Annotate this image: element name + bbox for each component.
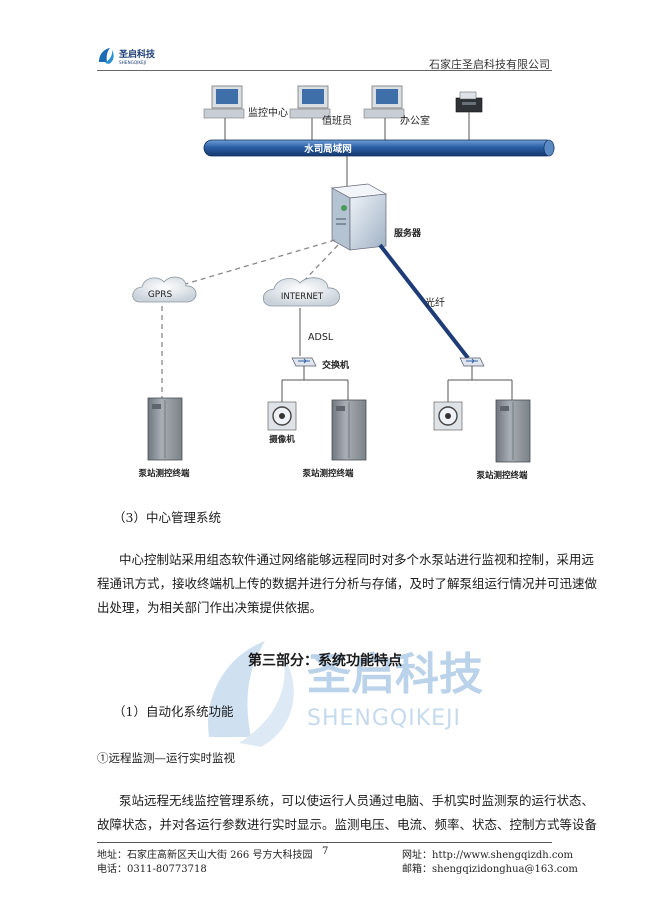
switch-label: 交换机 — [322, 359, 349, 371]
label-monitor-center: 监控中心 — [248, 106, 288, 119]
label-office: 办公室 — [400, 114, 430, 127]
camera-icon-right — [433, 401, 463, 431]
paragraph-line: 程通讯方式，接收终端机上传的数据并进行分析与存储，及时了解泵组运行情况并可迅速做 — [97, 576, 598, 591]
paragraph-line: 中心控制站采用组态软件通过网络能够远程同时对多个水泵站进行监视和控制，采用远 — [119, 552, 595, 567]
watermark: 圣启科技 SHENGQIKEJI — [208, 641, 483, 747]
logo-icon — [99, 48, 114, 64]
camera-icon-middle — [267, 401, 297, 431]
pump-cabinet-right — [495, 399, 531, 463]
label-duty-officer: 值班员 — [322, 114, 352, 127]
switch-icon-middle — [291, 357, 317, 367]
header-company-name: 石家庄圣启科技有限公司 — [429, 58, 550, 71]
subsection-title: ①远程监测—运行实时监视 — [97, 751, 235, 765]
adsl-label: ADSL — [308, 332, 334, 343]
pump-terminal-label-left: 泵站测控终端 — [138, 468, 190, 479]
footer-website: 网址：http://www.shengqizdh.com — [402, 850, 573, 861]
footer-phone: 电话：0311-80773718 — [97, 864, 207, 875]
logo-sub: SHENGQIKEJI — [119, 60, 146, 65]
network-diagram: 监控中心 值班员 办公室 水司局域网 服务器 光纤 — [132, 85, 555, 481]
page-number: 7 — [322, 846, 329, 857]
switch-icon-right — [459, 357, 485, 367]
part-heading: 第三部分：系统功能特点 — [248, 653, 402, 669]
pump-terminal-label-middle: 泵站测控终端 — [302, 468, 354, 479]
lan-bar-label: 水司局域网 — [304, 143, 352, 155]
pc-monitor-center — [203, 85, 245, 140]
footer-email: 邮箱：shengqizidonghua@163.com — [402, 864, 578, 875]
paragraph-line: 泵站远程无线监控管理系统，可以使运行人员通过电脑、手机实时监测泵的运行状态、 — [119, 793, 595, 808]
pc-office — [363, 85, 405, 140]
gprs-label: GPRS — [148, 290, 173, 300]
internet-label: INTERNET — [281, 292, 324, 302]
logo-text: 圣启科技 — [119, 48, 156, 60]
paragraph-line: 出处理，为相关部门作出决策提供依据。 — [97, 600, 323, 615]
footer-rule — [97, 842, 552, 843]
lan-bar — [203, 139, 555, 157]
server-icon — [330, 183, 388, 251]
pump-terminal-label-right: 泵站测控终端 — [476, 470, 528, 481]
section-title-1: （1）自动化系统功能 — [113, 704, 234, 719]
internet-cloud-icon — [262, 277, 340, 307]
company-logo: 圣启科技 SHENGQIKEJI — [99, 48, 156, 65]
header-rule — [97, 70, 552, 71]
camera-label: 摄像机 — [269, 434, 295, 445]
server-label: 服务器 — [394, 227, 422, 239]
link-server-fiber — [378, 243, 470, 360]
pump-cabinet-middle — [331, 399, 367, 461]
fiber-label: 光纤 — [425, 296, 445, 309]
page-header: 圣启科技 SHENGQIKEJI 石家庄圣启科技有限公司 — [0, 0, 650, 80]
pump-cabinet-left — [147, 397, 183, 461]
fax-machine-icon — [455, 91, 483, 140]
gprs-cloud-icon — [132, 276, 197, 303]
watermark-en: SHENGQIKEJI — [307, 706, 461, 731]
footer-address: 地址：石家庄高新区天山大街 266 号方大科技园 — [97, 850, 313, 861]
section-title-3: （3）中心管理系统 — [113, 510, 221, 525]
paragraph-line: 故障状态，并对各运行参数进行实时显示。监测电压、电流、频率、状态、控制方式等设备 — [97, 817, 598, 832]
pc-duty-officer — [289, 85, 331, 140]
